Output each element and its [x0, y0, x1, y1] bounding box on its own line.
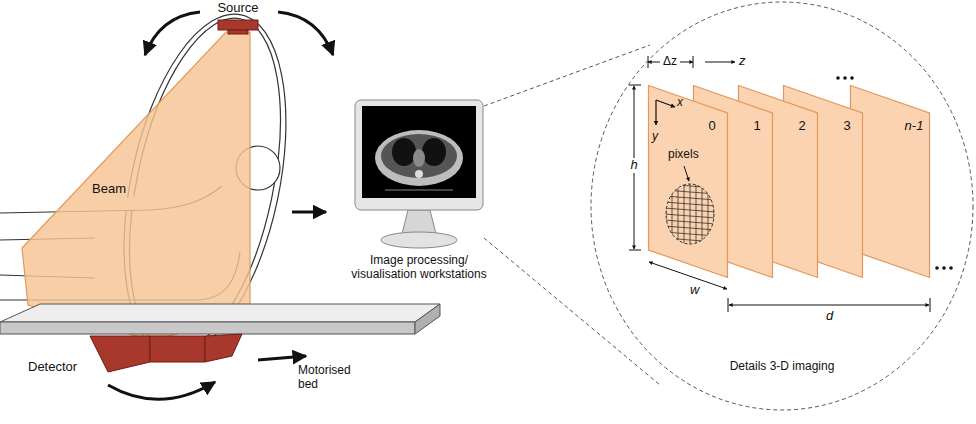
flow-arrow [292, 211, 326, 214]
image-slice: 0 [648, 85, 728, 278]
dimension-label: d [826, 309, 833, 324]
pixel-grid [664, 180, 716, 250]
axis-label: y [652, 130, 658, 144]
slice-number: 1 [743, 119, 771, 134]
slice-number: 2 [788, 119, 816, 134]
dimension-label: w [690, 283, 699, 298]
x-ray-source [218, 20, 258, 34]
beam-label: Beam [92, 182, 126, 197]
workstation-monitor [355, 100, 483, 248]
slice-number: n-1 [900, 119, 928, 134]
axis-arrow [656, 100, 675, 125]
slice-number: 3 [833, 119, 861, 134]
slice-outline [648, 85, 728, 278]
dimension-label: h [628, 158, 640, 173]
dimension-line [629, 56, 930, 312]
x-ray-beam [22, 32, 250, 340]
slice-number: 0 [698, 119, 726, 134]
axis-label: z [739, 54, 746, 69]
pixels-pointer [684, 166, 689, 181]
zoom-circle: Details 3-D imaging 0 1 2 3 n-1 [590, 1, 974, 411]
motorised-bed [0, 304, 440, 334]
rotation-arrow [108, 12, 333, 399]
slice-spacing-label: Δz [660, 55, 680, 69]
bed-motion-arrow [258, 356, 306, 360]
axis-label: x [677, 96, 683, 110]
detector [90, 334, 242, 372]
bed-label: Motorised bed [298, 364, 364, 392]
workstation-label: Image processing/ visualisation workstat… [339, 254, 499, 282]
source-label: Source [210, 1, 266, 16]
zoom-caption: Details 3-D imaging [590, 360, 974, 374]
detector-label: Detector [28, 360, 77, 375]
pixels-label: pixels [668, 148, 699, 162]
